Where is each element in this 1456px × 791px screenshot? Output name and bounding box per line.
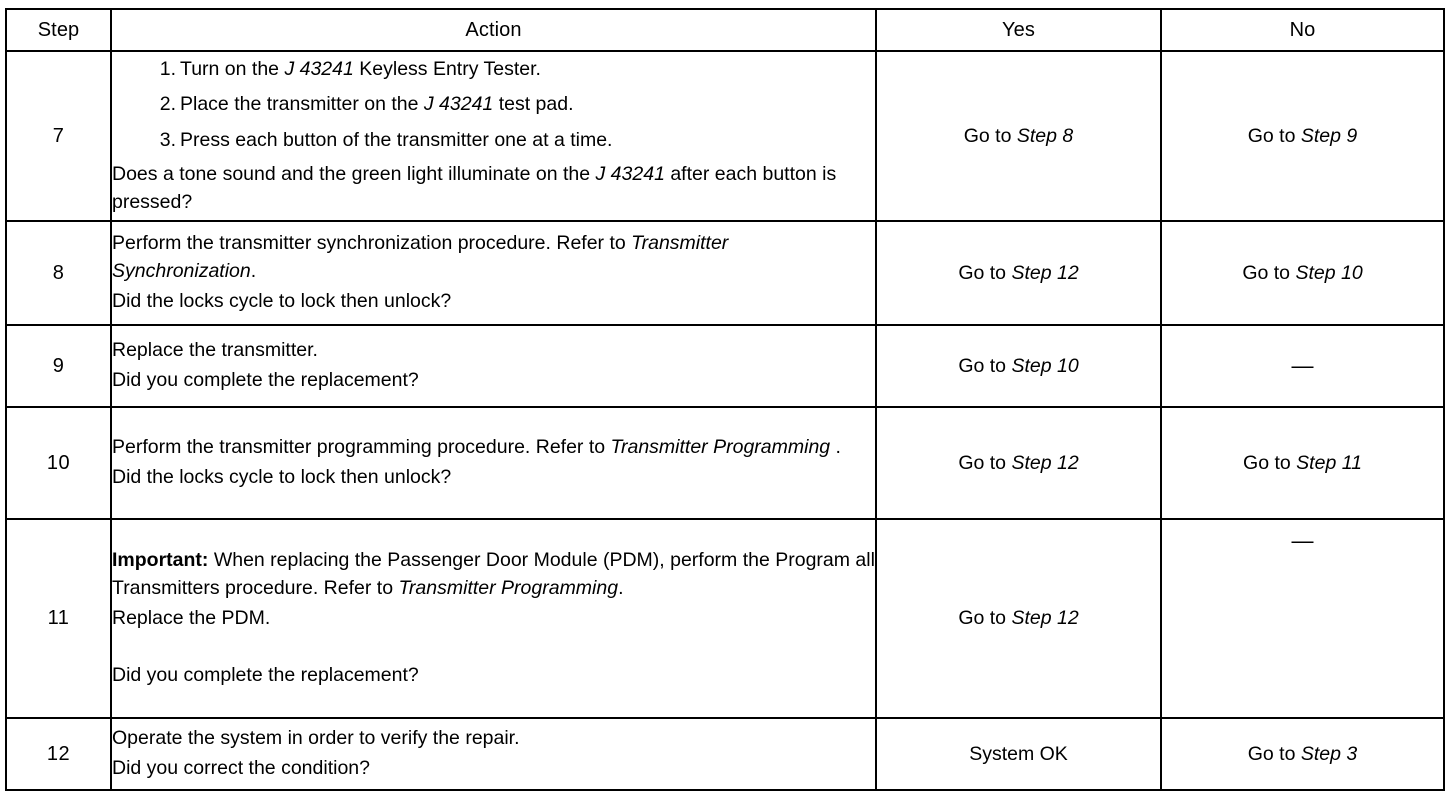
step-number-cell: 9 xyxy=(5,324,112,408)
table-header: Step Action Yes No xyxy=(5,8,1445,52)
action-body-post: . xyxy=(250,260,257,283)
step-number-cell: 12 xyxy=(5,717,112,791)
diagnostic-steps-table: Step Action Yes No 7 1.Turn on the J 432… xyxy=(5,8,1445,791)
yes-answer-step-ref[interactable]: Step 12 xyxy=(1011,451,1079,474)
yes-answer-text: Go to xyxy=(958,261,1012,284)
yes-answer-step-ref[interactable]: Step 12 xyxy=(1011,607,1079,629)
table-row: 9 Replace the transmitter. Did you compl… xyxy=(5,324,1445,408)
yes-answer-cell: System OK xyxy=(875,717,1162,791)
procedure-reference[interactable]: Transmitter Synchronization xyxy=(112,232,729,283)
tool-designation: J 43241 xyxy=(595,162,665,185)
action-question-post: after each button is pressed? xyxy=(112,162,837,213)
no-answer-text: Go to xyxy=(1247,124,1301,147)
no-answer-text: Go to xyxy=(1243,451,1297,474)
table-body: 7 1.Turn on the J 43241 Keyless Entry Te… xyxy=(5,50,1445,791)
yes-answer-cell: Go to Step 8 xyxy=(875,50,1162,222)
column-header-yes: Yes xyxy=(875,8,1162,52)
important-note: Important: When replacing the Passenger … xyxy=(112,547,875,602)
action-cell: Perform the transmitter programming proc… xyxy=(110,406,877,520)
no-answer-cell: — xyxy=(1160,324,1445,408)
list-item-text-tail: test pad. xyxy=(493,93,574,116)
no-answer-step-ref[interactable]: Step 9 xyxy=(1300,124,1358,147)
list-item: 2.Place the transmitter on the J 43241 t… xyxy=(112,91,875,119)
list-item: 3.Press each button of the transmitter o… xyxy=(112,127,875,155)
important-text-post: . xyxy=(618,576,624,599)
list-item-text: Turn on the xyxy=(180,57,285,80)
list-item-number: 1. xyxy=(159,57,176,80)
no-answer-cell: Go to Step 11 xyxy=(1160,406,1445,520)
table-row: 12 Operate the system in order to verify… xyxy=(5,717,1445,791)
action-question: Did you correct the condition? xyxy=(112,757,370,779)
action-body-post: . xyxy=(830,436,841,459)
no-answer-step-ref[interactable]: Step 10 xyxy=(1295,261,1363,284)
yes-answer-cell: Go to Step 12 xyxy=(875,406,1162,520)
action-body: Perform the transmitter programming proc… xyxy=(112,434,875,462)
action-question: Does a tone sound and the green light il… xyxy=(112,161,875,216)
action-body: Operate the system in order to verify th… xyxy=(112,725,875,753)
action-body-pre: Perform the transmitter synchronization … xyxy=(112,232,632,255)
action-question: Did the locks cycle to lock then unlock? xyxy=(112,466,452,488)
action-body-pre: Perform the transmitter programming proc… xyxy=(112,436,611,459)
yes-answer-text: Go to xyxy=(958,451,1012,474)
no-answer-cell: Go to Step 3 xyxy=(1160,717,1445,791)
yes-answer-step-ref[interactable]: Step 12 xyxy=(1011,261,1079,284)
step-number-cell: 8 xyxy=(5,220,112,326)
table-row: 11 Important: When replacing the Passeng… xyxy=(5,518,1445,719)
no-answer-step-ref[interactable]: Step 3 xyxy=(1300,742,1358,765)
action-question: Did you complete the replacement? xyxy=(112,664,419,687)
yes-answer-text: Go to xyxy=(958,354,1012,377)
list-item-text: Press each button of the transmitter one… xyxy=(180,129,613,152)
important-label: Important: xyxy=(112,549,209,572)
action-cell: Operate the system in order to verify th… xyxy=(110,717,877,791)
list-item-text-tail: Keyless Entry Tester. xyxy=(353,57,541,80)
important-text-pre: When replacing the Passenger Door Module… xyxy=(112,549,875,599)
action-question: Did the locks cycle to lock then unlock? xyxy=(112,289,452,312)
tool-designation: J 43241 xyxy=(284,57,354,80)
action-body-pre: Replace the transmitter. xyxy=(112,339,318,362)
list-item: 1.Turn on the J 43241 Keyless Entry Test… xyxy=(112,56,875,84)
step-number-cell: 11 xyxy=(5,518,112,719)
table-row: 8 Perform the transmitter synchronizatio… xyxy=(5,220,1445,326)
action-cell: Replace the transmitter. Did you complet… xyxy=(110,324,877,408)
action-cell: Important: When replacing the Passenger … xyxy=(110,518,877,719)
column-header-no: No xyxy=(1160,8,1445,52)
action-cell: 1.Turn on the J 43241 Keyless Entry Test… xyxy=(110,50,877,222)
yes-answer-cell: Go to Step 10 xyxy=(875,324,1162,408)
action-step-list: 1.Turn on the J 43241 Keyless Entry Test… xyxy=(112,56,875,155)
action-body: Replace the PDM. xyxy=(112,606,271,629)
yes-answer-step-ref[interactable]: Step 10 xyxy=(1011,354,1079,377)
action-body: Replace the transmitter. xyxy=(112,337,875,365)
no-answer-cell: Go to Step 10 xyxy=(1160,220,1445,326)
no-answer-cell: — xyxy=(1160,518,1445,719)
no-answer-text: Go to xyxy=(1247,742,1301,765)
action-question: Did you complete the replacement? xyxy=(112,369,419,391)
yes-answer-cell: Go to Step 12 xyxy=(875,220,1162,326)
tool-designation: J 43241 xyxy=(423,93,494,116)
list-item-number: 2. xyxy=(159,93,176,116)
yes-answer-text: Go to xyxy=(963,124,1017,147)
procedure-reference[interactable]: Transmitter Programming xyxy=(398,576,619,599)
list-item-number: 3. xyxy=(159,129,176,152)
action-question-pre: Does a tone sound and the green light il… xyxy=(112,162,596,185)
no-answer-step-ref[interactable]: Step 11 xyxy=(1296,451,1362,474)
step-number-cell: 7 xyxy=(5,50,112,222)
yes-answer-step-ref[interactable]: Step 8 xyxy=(1016,124,1074,147)
no-answer-cell: Go to Step 9 xyxy=(1160,50,1445,222)
header-row: Step Action Yes No xyxy=(5,8,1445,52)
column-header-action: Action xyxy=(110,8,877,52)
table-row: 10 Perform the transmitter programming p… xyxy=(5,406,1445,520)
table-row: 7 1.Turn on the J 43241 Keyless Entry Te… xyxy=(5,50,1445,222)
list-item-text: Place the transmitter on the xyxy=(180,93,424,116)
column-header-step: Step xyxy=(5,8,112,52)
action-body: Perform the transmitter synchronization … xyxy=(112,230,875,285)
no-answer-text: Go to xyxy=(1242,261,1296,284)
yes-answer-cell: Go to Step 12 xyxy=(875,518,1162,719)
yes-answer-text: Go to xyxy=(958,607,1012,629)
procedure-reference[interactable]: Transmitter Programming xyxy=(610,436,831,459)
action-cell: Perform the transmitter synchronization … xyxy=(110,220,877,326)
step-number-cell: 10 xyxy=(5,406,112,520)
action-body-pre: Operate the system in order to verify th… xyxy=(112,727,520,750)
